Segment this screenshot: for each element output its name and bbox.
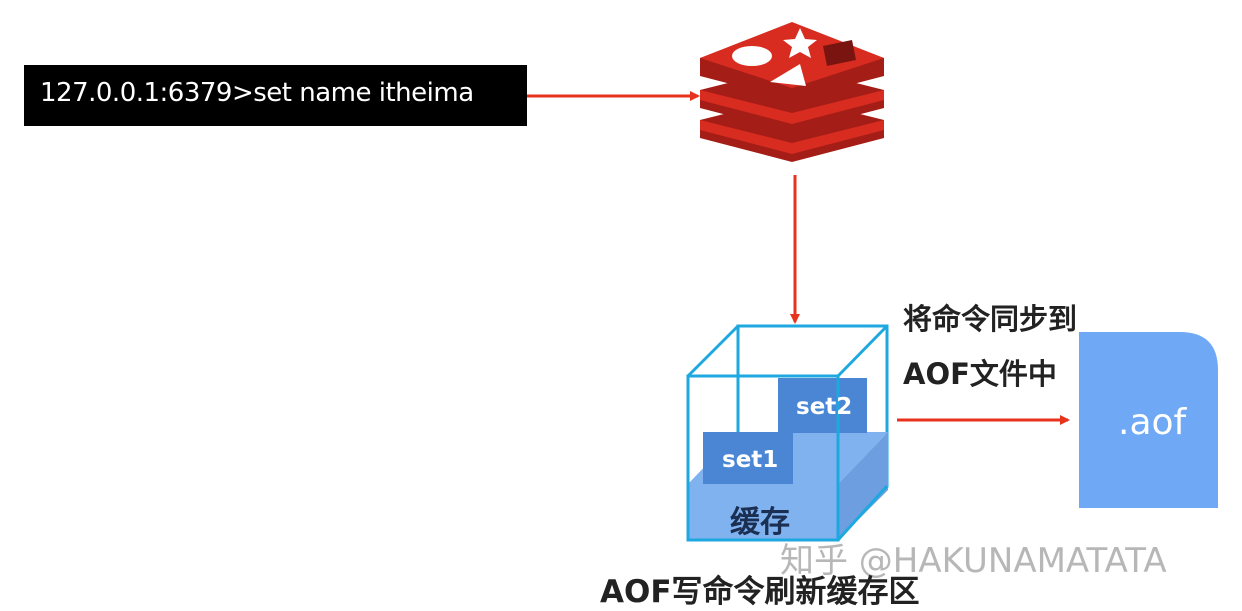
set1-label: set1 [722, 447, 779, 473]
set2-label: set2 [796, 394, 853, 420]
set2-box [778, 378, 867, 433]
sync-label-line2: AOF文件中 [903, 357, 1057, 391]
redis-logo-icon [700, 22, 884, 162]
command-box [24, 65, 527, 126]
watermark: 知乎 @HAKUNAMATATA [780, 541, 1167, 581]
buffer-cube [686, 324, 889, 542]
command-text: 127.0.0.1:6379>set name itheima [40, 78, 474, 108]
aof-file-label: .aof [1118, 402, 1187, 443]
sync-label-line1: 将命令同步到 [903, 302, 1078, 336]
set1-box [703, 432, 793, 484]
file-icon [1079, 332, 1218, 508]
buffer-caption: AOF写命令刷新缓存区 [600, 574, 920, 610]
cache-label: 缓存 [730, 505, 790, 540]
